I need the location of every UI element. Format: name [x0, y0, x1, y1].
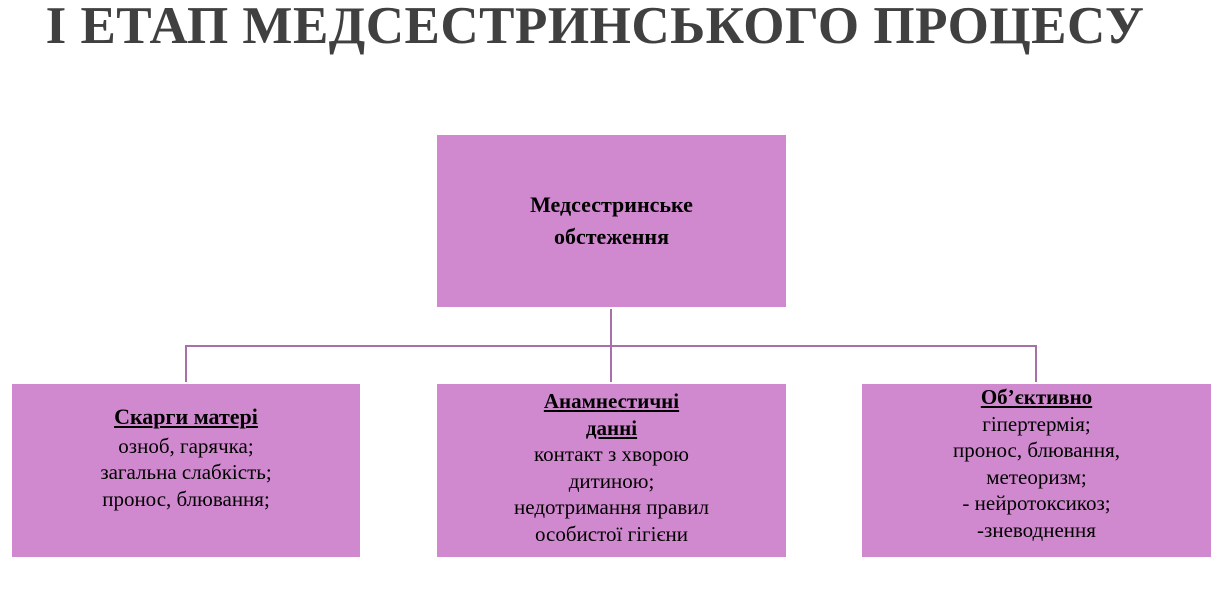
- node-item: особистої гігієни: [535, 521, 688, 546]
- connector-middle: [610, 345, 612, 382]
- node-item: контакт з хворою: [534, 442, 689, 466]
- node-item: метеоризм;: [986, 464, 1087, 489]
- root-node: Медсестринське обстеження: [437, 135, 786, 307]
- node-item: дитиною;: [568, 468, 655, 493]
- connector-left: [185, 345, 187, 382]
- node-item: недотримання правил: [514, 495, 709, 519]
- node-heading: данні: [585, 415, 638, 440]
- node-item: гіпертермія;: [982, 411, 1091, 436]
- node-item: пронос, блювання,: [953, 438, 1120, 462]
- connector-right: [1035, 345, 1037, 382]
- root-label-line: обстеження: [553, 224, 670, 249]
- connector-root: [610, 309, 612, 347]
- root-label-line: Медсестринське: [530, 192, 693, 217]
- node-objective: Об’єктивно гіпертермія; пронос, блювання…: [862, 384, 1211, 557]
- node-item: озноб, гарячка;: [118, 433, 254, 458]
- node-item: загальна слабкість;: [100, 460, 272, 484]
- node-item: -зневоднення: [977, 517, 1096, 542]
- node-item: - нейротоксикоз;: [962, 491, 1111, 515]
- slide-title: І ЕТАП МЕДСЕСТРИНСЬКОГО ПРОЦЕСУ: [45, 0, 1145, 55]
- node-item: пронос, блювання;: [102, 486, 270, 511]
- node-heading: Анамнестичні: [543, 389, 680, 413]
- node-anamnesis: Анамнестичні данні контакт з хворою дити…: [437, 384, 786, 557]
- node-mother-complaints: Скарги матері озноб, гарячка; загальна с…: [12, 384, 360, 557]
- node-heading: Об’єктивно: [980, 385, 1093, 409]
- node-heading: Скарги матері: [114, 404, 258, 429]
